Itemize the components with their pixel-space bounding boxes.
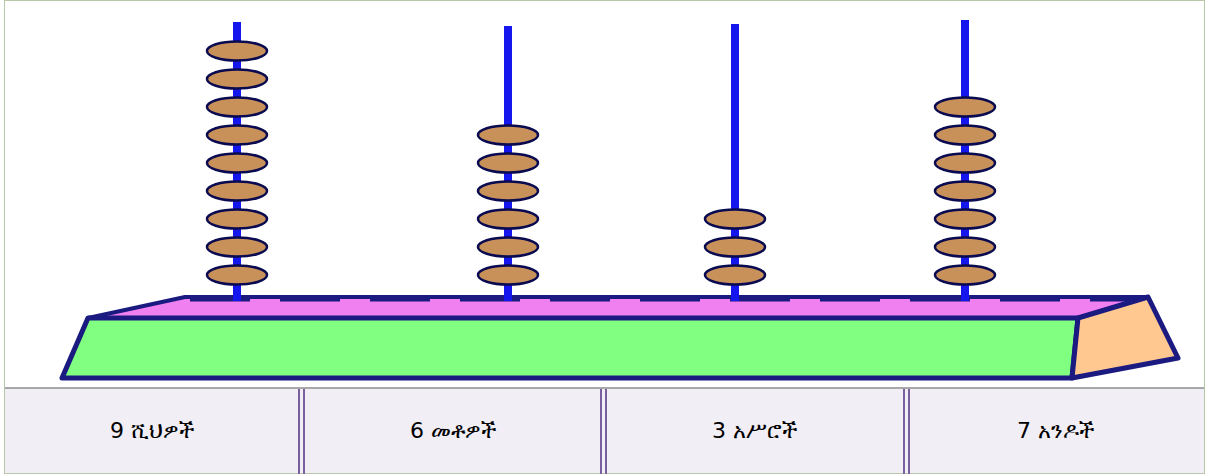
bead (207, 238, 267, 257)
bead (207, 98, 267, 117)
cell-dividers (299, 389, 909, 474)
bead (478, 182, 538, 201)
bead (207, 70, 267, 89)
bead (705, 266, 765, 285)
bead (935, 182, 995, 201)
bead (207, 210, 267, 229)
table-row (5, 388, 1204, 473)
base-top (88, 297, 1148, 318)
bead (935, 154, 995, 173)
bead (935, 238, 995, 257)
bead (207, 266, 267, 285)
bead (478, 126, 538, 145)
rod (731, 24, 739, 301)
bead (207, 154, 267, 173)
base-dashes (190, 299, 1140, 302)
bead (478, 266, 538, 285)
place-value-label: 3 አሥሮች (712, 418, 798, 444)
place-value-label: 7 አንዶች (1017, 418, 1095, 444)
bead (478, 210, 538, 229)
bead (207, 126, 267, 145)
bead (478, 154, 538, 173)
bead (207, 182, 267, 201)
bead (935, 210, 995, 229)
base-front (62, 318, 1078, 378)
place-value-label: 9 ሺህዎች (110, 418, 195, 444)
bead (935, 126, 995, 145)
bead (207, 42, 267, 61)
bead (935, 98, 995, 117)
base-end (1072, 297, 1178, 378)
frame (5, 1, 1205, 474)
rods (207, 20, 995, 301)
bead (705, 210, 765, 229)
bead (478, 238, 538, 257)
place-value-label: 6 መቶዎች (410, 418, 497, 444)
bead (705, 238, 765, 257)
table-line (5, 387, 1204, 389)
bead (935, 266, 995, 285)
